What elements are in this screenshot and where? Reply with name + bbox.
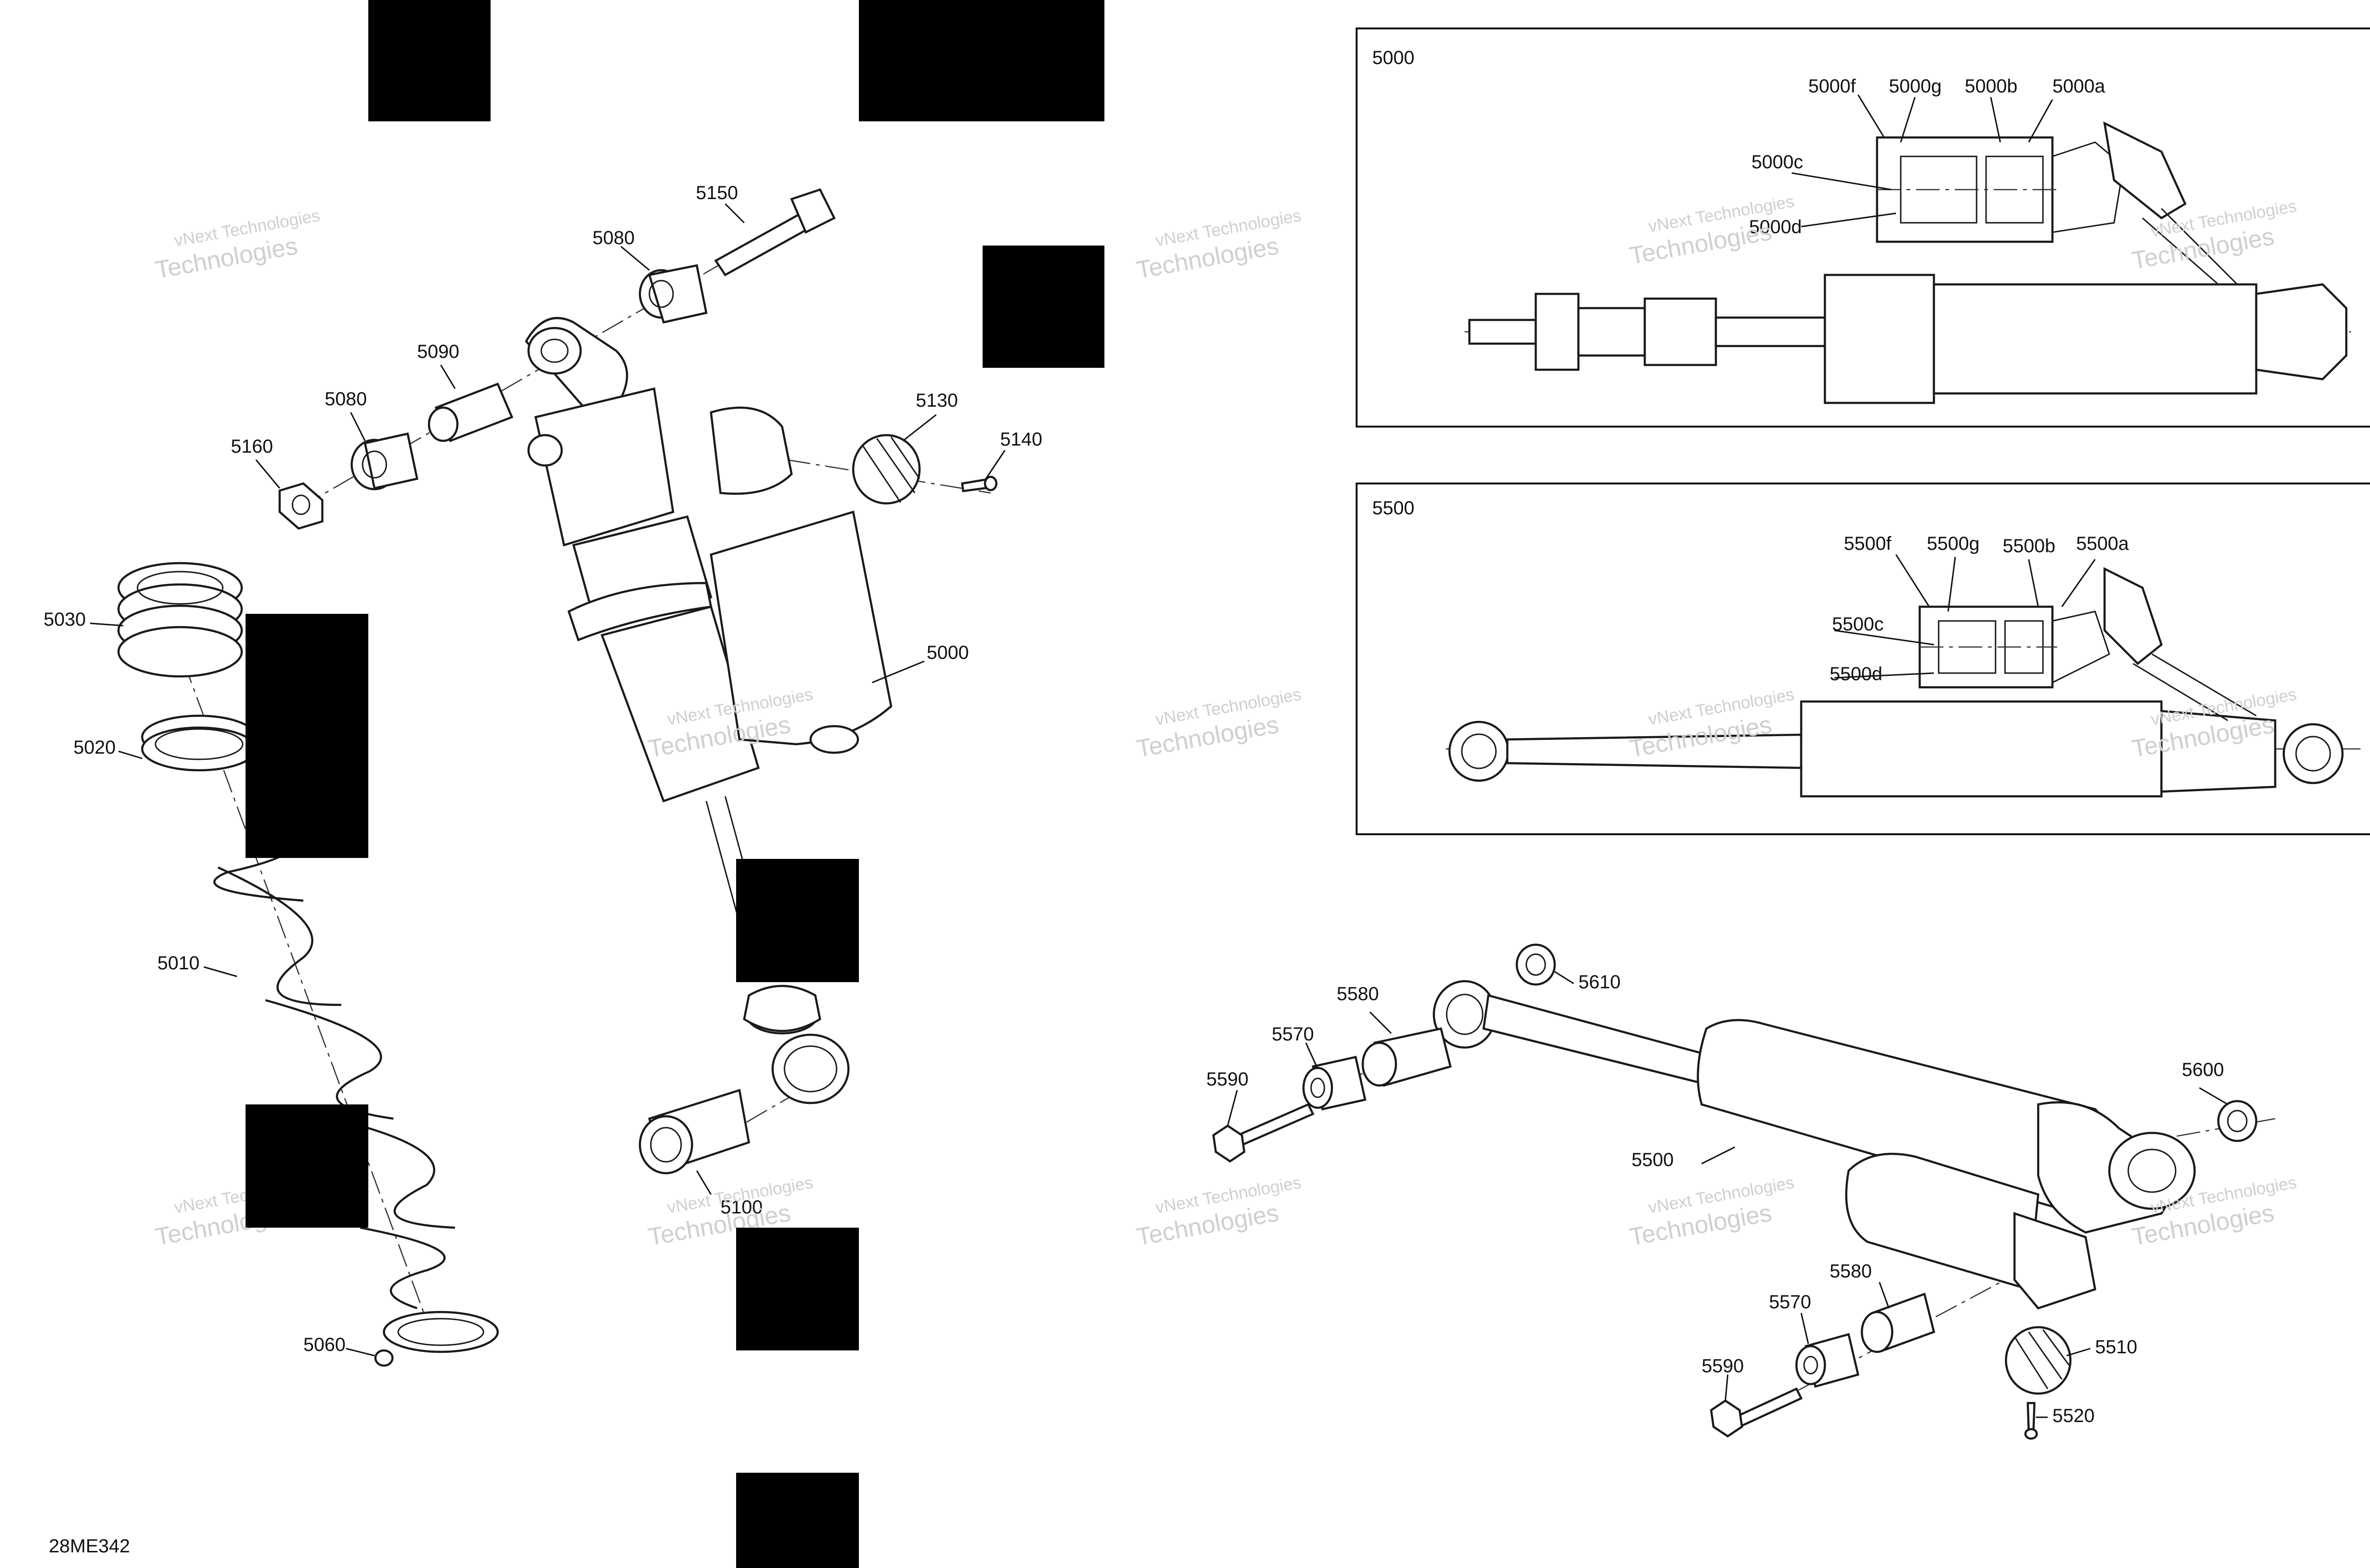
callout-5500a: 5500a: [2076, 533, 2129, 554]
callout-5000d: 5000d: [1749, 217, 1802, 237]
callout-5500g: 5500g: [1927, 533, 1979, 554]
callout-5020: 5020: [73, 737, 116, 758]
redaction-block: [246, 1104, 368, 1228]
rear-shock-exploded-view: 5610 5580 5570 5590 5600 5500 5580 5570 …: [1206, 943, 2276, 1440]
redaction-blocks: [246, 0, 1104, 1568]
callout-5160: 5160: [231, 436, 273, 457]
sleeve-5580-upper: [1361, 1027, 1452, 1087]
clip-5060: [374, 1311, 499, 1367]
sleeve-5090: [428, 383, 513, 442]
callout-5010: 5010: [157, 953, 200, 974]
callout-5140: 5140: [1000, 429, 1042, 450]
inset-5500: 5500 5500f 5500g 5500b 5500a 5500c: [1356, 483, 2370, 835]
redaction-block: [368, 0, 491, 121]
callout-5580-upper: 5580: [1337, 984, 1379, 1004]
callout-5060: 5060: [303, 1334, 346, 1355]
diagram-reference-code: 28ME342: [49, 1536, 130, 1557]
inset-5500-drawing: [1446, 567, 2361, 798]
redaction-block: [736, 1228, 859, 1350]
callout-5000f: 5000f: [1808, 76, 1856, 97]
inset-5000-drawing: [1465, 121, 2351, 404]
bushing-5080-upper: [638, 264, 708, 324]
callout-5000b: 5000b: [1965, 76, 2017, 97]
redaction-block: [983, 246, 1104, 368]
bushing-5080-lower: [350, 432, 419, 491]
callout-5030: 5030: [44, 609, 86, 630]
callout-5500d: 5500d: [1830, 664, 1882, 684]
bolt-5150: [714, 188, 836, 276]
lower-axis: [687, 1070, 835, 1158]
adjuster-knob-5130: [852, 434, 921, 505]
callout-5610: 5610: [1578, 972, 1621, 993]
inset-5000: 5000 5000f 5000g 5000b 5000: [1356, 27, 2370, 428]
callout-5130: 5130: [916, 390, 958, 411]
spring-retainer-5030: [117, 562, 243, 678]
adjuster-knob-5510: [2005, 1326, 2072, 1395]
nut-5160: [278, 482, 324, 530]
spring-axis: [155, 587, 437, 1347]
callout-5510: 5510: [2095, 1337, 2137, 1358]
bushing-5570-upper: [1302, 1056, 1367, 1111]
shock-absorber-5000: [525, 317, 893, 1035]
callout-5000: 5000: [927, 642, 969, 663]
callout-5080-lower: 5080: [325, 389, 367, 410]
callout-5520: 5520: [2052, 1405, 2095, 1426]
redaction-block: [736, 859, 859, 982]
bushing-5100: [638, 1033, 850, 1175]
nut-5600: [2217, 1100, 2258, 1142]
callout-5580-lower: 5580: [1830, 1261, 1872, 1282]
callout-5080-upper: 5080: [592, 228, 635, 248]
callout-5500f: 5500f: [1844, 533, 1892, 554]
inset-5000-title: 5000: [1372, 47, 1414, 68]
callout-5090: 5090: [417, 341, 459, 362]
inset-5500-title: 5500: [1372, 498, 1414, 519]
reservoir-axis: [786, 459, 991, 494]
callout-5000a: 5000a: [2052, 76, 2106, 97]
bolt-5590-lower: [1710, 1387, 1803, 1438]
bolt-5590-upper: [1212, 1103, 1315, 1163]
front-shock-exploded-view: 5150 5080 5090 5080 5160 5130 5140 5030 …: [44, 182, 1042, 1367]
coil-spring-5010: [213, 804, 456, 1310]
callout-5500c: 5500c: [1832, 614, 1884, 635]
bushing-5570-lower: [1795, 1333, 1860, 1388]
callout-5500b: 5500b: [2003, 536, 2055, 556]
callout-5600: 5600: [2182, 1059, 2224, 1080]
redaction-block: [246, 614, 368, 858]
callout-5000g: 5000g: [1889, 76, 1942, 97]
callout-5570-lower: 5570: [1769, 1292, 1811, 1313]
screw-5140: [961, 475, 998, 492]
callout-5500: 5500: [1632, 1149, 1674, 1170]
callout-5150: 5150: [696, 182, 738, 203]
nut-5610: [1515, 943, 1556, 986]
screw-5520: [2024, 1402, 2038, 1440]
callout-5570-upper: 5570: [1272, 1024, 1314, 1045]
callout-5590-upper: 5590: [1206, 1069, 1249, 1090]
callout-5590-lower: 5590: [1702, 1356, 1744, 1377]
redaction-block: [859, 0, 1104, 121]
ring-5020: [141, 714, 257, 772]
callout-5100: 5100: [720, 1197, 763, 1218]
callout-5000c: 5000c: [1751, 152, 1803, 173]
shock-absorber-5500: [1432, 980, 2196, 1310]
sleeve-5580-lower: [1860, 1293, 1935, 1353]
redaction-block: [736, 1473, 859, 1568]
